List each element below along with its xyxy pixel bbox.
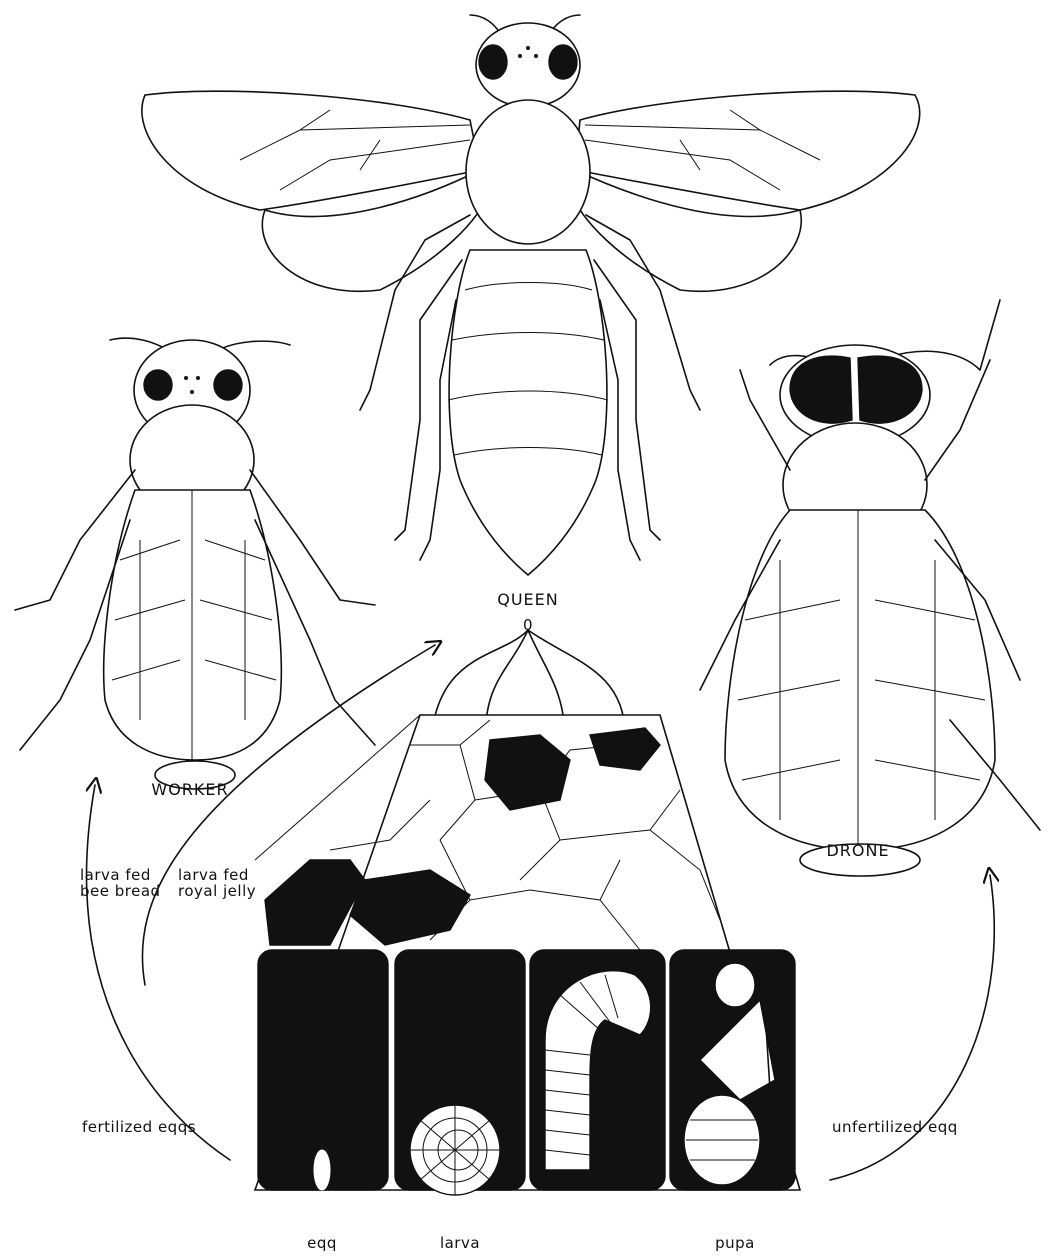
larva-bee-bread-line2: bee bread <box>80 882 161 900</box>
fertilized-eggs-label: fertilized eqqs <box>82 1118 196 1136</box>
queen-abdomen <box>449 250 607 575</box>
drone-bee <box>700 300 1040 876</box>
worker-label: WORKER <box>151 780 228 799</box>
drone-label: DRONE <box>826 841 889 860</box>
queen-egg-symbol: 0 <box>523 616 533 634</box>
worker-eye-right <box>214 370 242 400</box>
worker-eye-left <box>144 370 172 400</box>
egg-label: eqq <box>307 1234 337 1252</box>
pupa-label: pupa <box>715 1234 755 1252</box>
unfertilized-egg-label: unfertilized eqq <box>832 1118 958 1136</box>
larva-royal-jelly-line2: royal jelly <box>178 882 256 900</box>
queen-eye-right <box>549 45 577 79</box>
egg-icon <box>314 1150 330 1190</box>
drone-wings <box>725 510 995 850</box>
larva-label: larva <box>440 1234 480 1252</box>
worker-bee <box>15 338 375 789</box>
arrow-to-worker <box>87 785 230 1160</box>
drone-leg-front-right <box>925 360 990 480</box>
queen-label: QUEEN <box>497 590 559 609</box>
larva-curled-icon <box>410 1105 500 1195</box>
queen-thorax <box>466 100 590 244</box>
queen-eye-left <box>479 45 507 79</box>
honeycomb <box>255 715 800 1195</box>
